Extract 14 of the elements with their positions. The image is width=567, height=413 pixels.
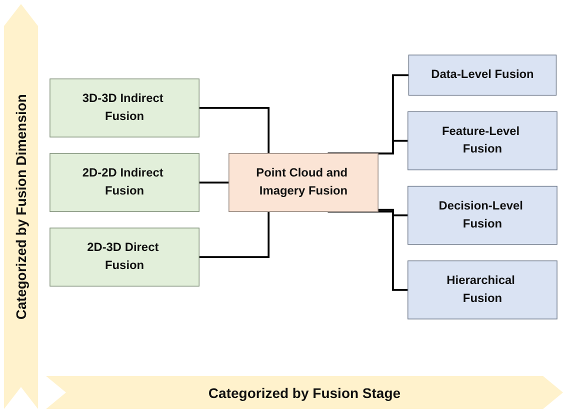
connector bbox=[199, 107, 270, 154]
node-box: Point Cloud and Imagery Fusion bbox=[228, 153, 378, 212]
axis-label: Categorized by Fusion Dimension bbox=[13, 94, 29, 320]
node-box: Feature-Level Fusion bbox=[408, 111, 558, 170]
axis-label: Categorized by Fusion Stage bbox=[208, 384, 401, 400]
connector bbox=[378, 208, 409, 216]
node-box: 3D-3D Indirect Fusion bbox=[50, 78, 200, 138]
connector bbox=[199, 182, 230, 184]
node-box: 2D-2D Indirect Fusion bbox=[50, 153, 200, 212]
node-box: Decision-Level Fusion bbox=[408, 186, 558, 245]
connector bbox=[199, 212, 270, 258]
node-box: Hierarchical Fusion bbox=[408, 260, 558, 320]
node-box: Data-Level Fusion bbox=[408, 54, 557, 96]
node-box: 2D-3D Direct Fusion bbox=[50, 228, 200, 287]
